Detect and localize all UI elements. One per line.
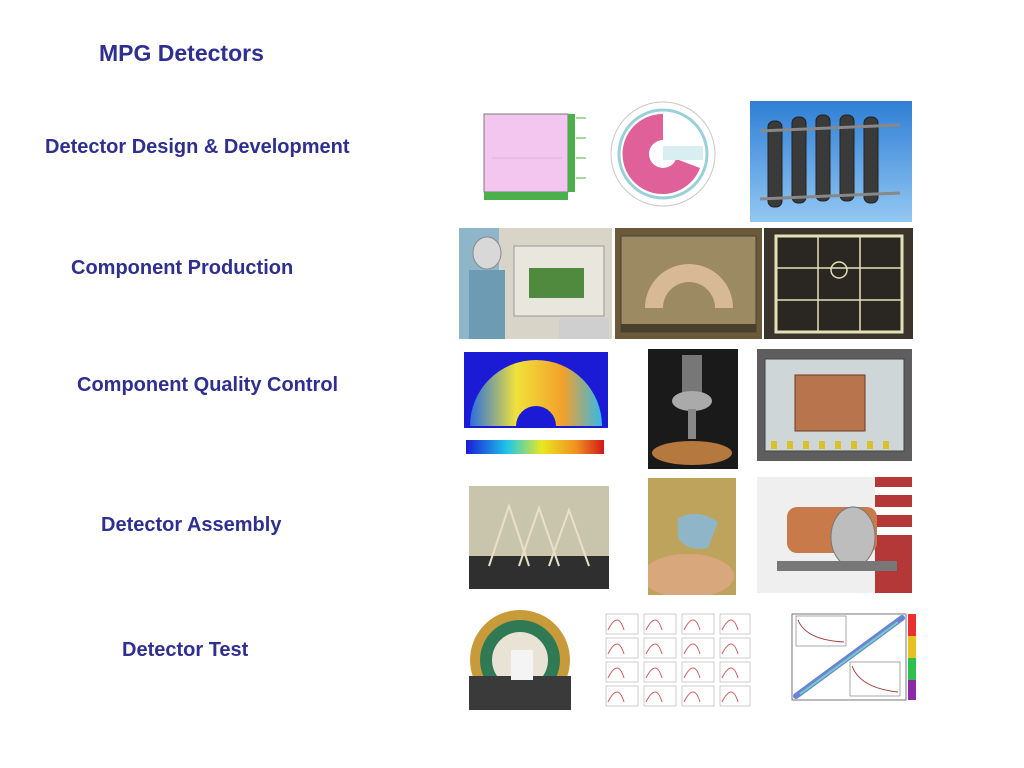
section-label-test: Detector Test bbox=[122, 639, 249, 661]
section-label-assembly: Detector Assembly bbox=[101, 514, 282, 536]
assembly-frames-photo bbox=[469, 486, 609, 589]
production-tray-photo bbox=[615, 228, 762, 339]
slide-title: MPG Detectors bbox=[99, 40, 264, 66]
assembly-cylinder-photo bbox=[757, 477, 912, 593]
quality-control-microscope-photo bbox=[648, 349, 738, 469]
section-label-quality-control: Component Quality Control bbox=[77, 374, 339, 396]
quality-control-chamber-photo bbox=[757, 349, 912, 461]
section-label-production: Component Production bbox=[71, 257, 294, 279]
production-worker-photo bbox=[459, 228, 612, 339]
design-render-3d-image bbox=[750, 101, 912, 222]
design-drawing-square-image bbox=[472, 108, 590, 206]
quality-control-heatmap-image bbox=[456, 348, 614, 472]
test-spectra-grid-image bbox=[604, 612, 752, 712]
section-label-design: Detector Design & Development bbox=[45, 136, 350, 158]
test-detector-photo bbox=[459, 606, 581, 714]
test-correlation-plot-image bbox=[770, 610, 920, 714]
design-drawing-disk-image bbox=[602, 96, 724, 208]
production-grid-frame-photo bbox=[764, 228, 913, 339]
assembly-hands-photo bbox=[648, 478, 736, 595]
